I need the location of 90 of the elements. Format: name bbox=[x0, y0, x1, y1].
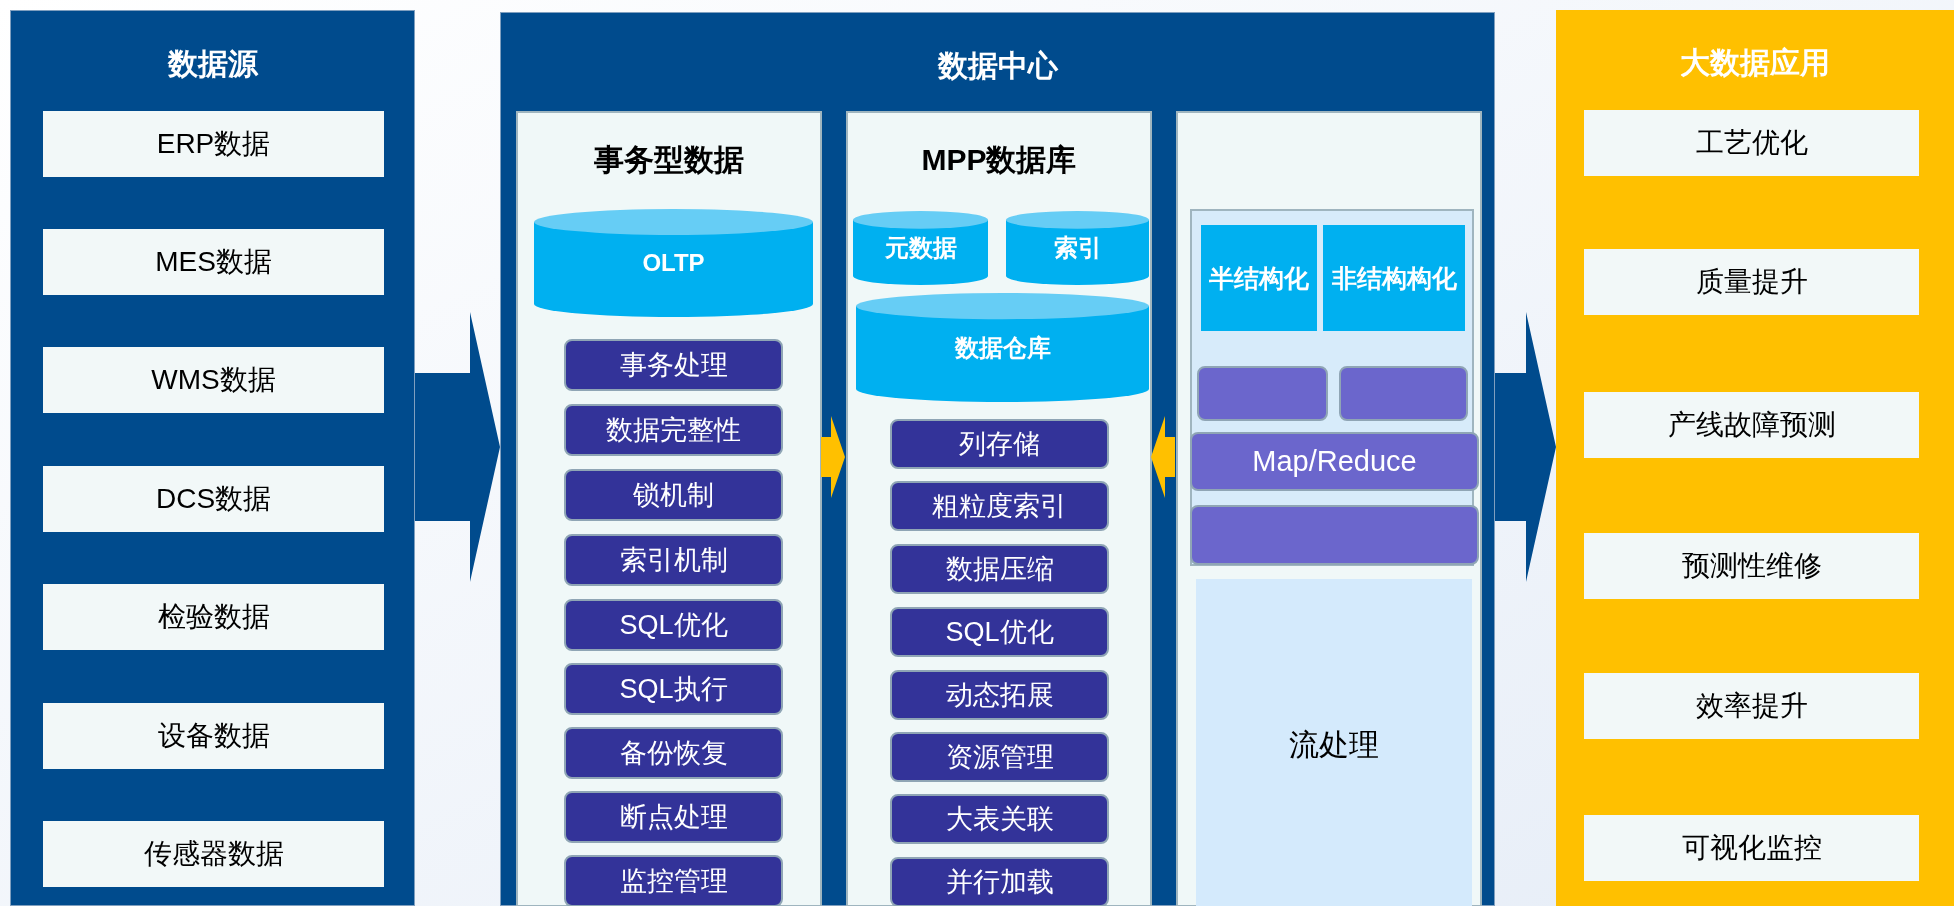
item-label: 设备数据 bbox=[157, 719, 270, 753]
feature-box bbox=[890, 544, 1109, 594]
cylinder-label: 元数据 bbox=[884, 233, 957, 263]
item-box bbox=[43, 466, 384, 532]
section-panel bbox=[516, 111, 822, 906]
feature-box bbox=[890, 607, 1109, 657]
item-label: 传感器数据 bbox=[143, 837, 284, 871]
column-panel bbox=[1556, 10, 1954, 906]
item-label: WMS数据 bbox=[151, 363, 276, 397]
section-panel bbox=[846, 111, 1152, 906]
feature-box bbox=[564, 534, 783, 586]
feature-box bbox=[890, 857, 1109, 906]
item-box bbox=[43, 584, 384, 650]
feature-box bbox=[564, 727, 783, 779]
feature-label: 资源管理 bbox=[945, 740, 1054, 774]
feature-label: 动态拓展 bbox=[945, 678, 1054, 712]
panel-heading: 数据源 bbox=[166, 46, 259, 82]
item-box bbox=[43, 703, 384, 769]
cylinder-label: 数据仓库 bbox=[954, 332, 1051, 363]
item-box bbox=[43, 111, 384, 177]
feature-box bbox=[564, 404, 783, 456]
component-box bbox=[1190, 432, 1479, 491]
panel-heading: 数据中心 bbox=[936, 48, 1059, 84]
feature-label: 数据完整性 bbox=[606, 413, 741, 447]
section-heading: 事务型数据 bbox=[593, 142, 745, 178]
data-type-box bbox=[1323, 225, 1465, 331]
block-arrow bbox=[415, 312, 500, 582]
feature-box bbox=[564, 663, 783, 715]
data-type-label: 非结构构化 bbox=[1331, 262, 1457, 294]
feature-box bbox=[564, 599, 783, 651]
block-arrow bbox=[821, 416, 845, 498]
item-box bbox=[1584, 392, 1919, 458]
section-panel bbox=[1176, 111, 1482, 906]
feature-label: 备份恢复 bbox=[619, 736, 728, 770]
item-label: 检验数据 bbox=[157, 600, 270, 634]
block-arrow bbox=[1495, 312, 1556, 582]
item-label: 可视化监控 bbox=[1681, 831, 1822, 865]
item-box bbox=[1584, 110, 1919, 176]
feature-label: 断点处理 bbox=[619, 800, 728, 834]
item-label: DCS数据 bbox=[155, 482, 272, 516]
feature-label: 事务处理 bbox=[619, 348, 728, 382]
item-box bbox=[1584, 249, 1919, 315]
feature-box bbox=[890, 481, 1109, 531]
block-arrow bbox=[1151, 416, 1175, 498]
cylinder-label: OLTP bbox=[642, 248, 705, 278]
component-box bbox=[1190, 505, 1479, 565]
feature-label: 并行加载 bbox=[945, 865, 1054, 899]
item-box bbox=[43, 229, 384, 295]
feature-box bbox=[890, 794, 1109, 844]
panel-heading: 大数据应用 bbox=[1679, 45, 1831, 81]
component-label: Map/Reduce bbox=[1252, 443, 1417, 479]
item-box bbox=[1584, 673, 1919, 739]
feature-box bbox=[890, 419, 1109, 469]
feature-label: 粗粒度索引 bbox=[932, 489, 1067, 523]
feature-label: SQL优化 bbox=[619, 608, 728, 642]
stream-box bbox=[1196, 579, 1472, 906]
feature-label: SQL执行 bbox=[619, 672, 728, 706]
cylinder-label: 索引 bbox=[1053, 233, 1102, 263]
item-box bbox=[1584, 815, 1919, 881]
feature-box bbox=[890, 732, 1109, 782]
item-label: 工艺优化 bbox=[1695, 126, 1808, 160]
feature-box bbox=[564, 855, 783, 906]
data-type-label: 半结构化 bbox=[1209, 262, 1309, 294]
feature-box bbox=[564, 791, 783, 843]
column-panel bbox=[10, 10, 415, 906]
feature-label: 列存储 bbox=[959, 427, 1040, 461]
feature-box bbox=[564, 469, 783, 521]
feature-label: 数据压缩 bbox=[945, 552, 1054, 586]
item-label: ERP数据 bbox=[156, 127, 271, 161]
item-box bbox=[43, 821, 384, 887]
feature-label: 锁机制 bbox=[633, 478, 714, 512]
item-box bbox=[43, 347, 384, 413]
feature-label: SQL优化 bbox=[945, 615, 1054, 649]
stream-label: 流处理 bbox=[1289, 726, 1379, 763]
component-box bbox=[1339, 366, 1468, 421]
column-panel bbox=[500, 12, 1495, 906]
data-type-box bbox=[1201, 225, 1317, 331]
feature-box bbox=[890, 670, 1109, 720]
item-label: 质量提升 bbox=[1695, 265, 1808, 299]
component-box bbox=[1197, 366, 1328, 421]
item-label: 产线故障预测 bbox=[1667, 408, 1836, 442]
feature-label: 监控管理 bbox=[619, 864, 728, 898]
feature-label: 大表关联 bbox=[945, 802, 1054, 836]
feature-label: 索引机制 bbox=[619, 543, 728, 577]
feature-box bbox=[564, 339, 783, 391]
item-box bbox=[1584, 533, 1919, 599]
item-label: 预测性维修 bbox=[1681, 549, 1822, 583]
section-heading: MPP数据库 bbox=[920, 142, 1078, 178]
item-label: MES数据 bbox=[155, 245, 272, 279]
item-label: 效率提升 bbox=[1695, 689, 1808, 723]
